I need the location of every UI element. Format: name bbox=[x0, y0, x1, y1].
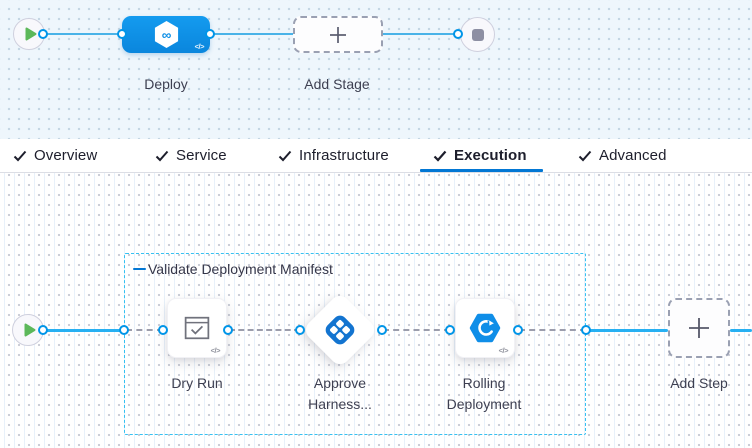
connector-addstep-out bbox=[730, 329, 752, 332]
connector-group-to-dryrun bbox=[126, 329, 163, 331]
tab-advanced[interactable]: Advanced bbox=[578, 139, 667, 172]
rolling-deployment-icon bbox=[469, 313, 501, 343]
dry-run-icon bbox=[184, 316, 210, 340]
tab-label: Overview bbox=[34, 147, 98, 164]
approve-out-port[interactable] bbox=[377, 325, 387, 335]
tab-execution[interactable]: Execution bbox=[433, 139, 527, 172]
group-dash-icon bbox=[133, 268, 146, 270]
plus-icon bbox=[689, 318, 709, 338]
code-badge[interactable]: </> bbox=[210, 346, 221, 355]
check-icon bbox=[433, 150, 447, 162]
connector-rolling-to-groupend bbox=[519, 329, 586, 331]
tab-label: Execution bbox=[454, 147, 527, 164]
rolling-in-port[interactable] bbox=[445, 325, 455, 335]
connector-group-to-addstep bbox=[588, 329, 668, 332]
play-icon bbox=[25, 27, 36, 41]
harness-cd-icon: ∞ bbox=[154, 21, 178, 48]
deploy-out-port[interactable] bbox=[205, 29, 215, 39]
rolling-out-port[interactable] bbox=[513, 325, 523, 335]
svg-text:∞: ∞ bbox=[161, 27, 171, 42]
tab-label: Infrastructure bbox=[299, 147, 389, 164]
add-step-button[interactable] bbox=[668, 298, 730, 358]
tab-service[interactable]: Service bbox=[155, 139, 227, 172]
step-approve-harness[interactable] bbox=[301, 291, 379, 369]
step-dry-run[interactable]: </> bbox=[167, 298, 227, 358]
connector-start-to-group bbox=[43, 329, 126, 332]
code-badge[interactable]: </> bbox=[194, 42, 205, 51]
add-step-label: Add Step bbox=[670, 375, 728, 391]
deploy-in-port[interactable] bbox=[117, 29, 127, 39]
exec-start-out-port[interactable] bbox=[38, 325, 48, 335]
check-icon bbox=[278, 150, 292, 161]
step-rolling-deployment[interactable]: </> bbox=[455, 298, 515, 358]
tab-overview[interactable]: Overview bbox=[13, 139, 97, 172]
step-label-approve: Approve Harness... bbox=[308, 375, 372, 412]
tab-infrastructure[interactable]: Infrastructure bbox=[278, 139, 389, 172]
tab-label: Advanced bbox=[599, 147, 667, 164]
check-icon bbox=[155, 150, 169, 161]
connector-dryrun-to-approve bbox=[229, 329, 300, 331]
pipeline-end-node[interactable] bbox=[460, 17, 495, 52]
group-out-port[interactable] bbox=[581, 325, 591, 335]
stage-label-deploy: Deploy bbox=[144, 76, 188, 92]
step-label-dry-run: Dry Run bbox=[171, 375, 223, 391]
step-group-validate-deployment-manifest[interactable] bbox=[124, 253, 586, 435]
check-icon bbox=[578, 150, 592, 161]
check-icon bbox=[13, 150, 27, 161]
stage-canvas: ∞ </> Deploy Add Stage bbox=[0, 0, 752, 139]
start-out-port[interactable] bbox=[38, 29, 48, 39]
stop-icon bbox=[471, 28, 484, 41]
active-tab-underline bbox=[420, 169, 543, 172]
dryrun-out-port[interactable] bbox=[223, 325, 233, 335]
execution-start-node[interactable] bbox=[12, 314, 44, 346]
step-label-rolling-deployment: Rolling Deployment bbox=[446, 375, 522, 412]
play-icon bbox=[24, 323, 35, 337]
add-stage-button[interactable] bbox=[293, 16, 383, 53]
add-stage-label: Add Stage bbox=[304, 76, 370, 92]
tab-label: Service bbox=[176, 147, 227, 164]
step-group-label: Validate Deployment Manifest bbox=[133, 261, 333, 277]
group-in-port[interactable] bbox=[119, 325, 129, 335]
stage-node-deploy[interactable]: ∞ </> bbox=[122, 16, 210, 53]
diamond-inner bbox=[313, 303, 367, 357]
end-in-port[interactable] bbox=[453, 29, 463, 39]
stage-config-tabbar: Overview Service Infrastructure Executio… bbox=[0, 139, 752, 173]
stage-connector-line bbox=[43, 33, 458, 35]
execution-canvas: Validate Deployment Manifest bbox=[0, 173, 752, 448]
plus-icon bbox=[330, 26, 346, 43]
connector-approve-to-rolling bbox=[383, 329, 450, 331]
dryrun-in-port[interactable] bbox=[158, 325, 168, 335]
harness-approval-icon bbox=[325, 315, 355, 345]
approve-in-port[interactable] bbox=[295, 325, 305, 335]
code-badge[interactable]: </> bbox=[498, 346, 509, 355]
